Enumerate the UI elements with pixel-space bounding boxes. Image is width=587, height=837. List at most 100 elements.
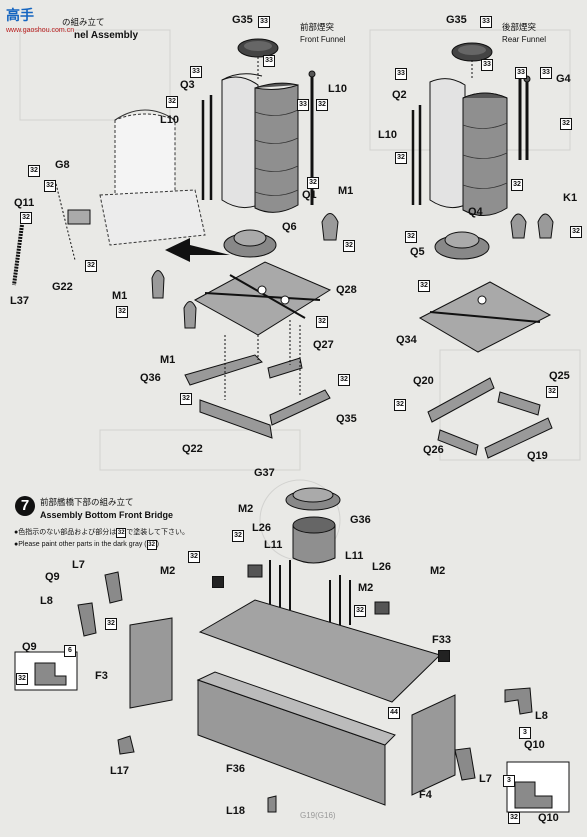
front-funnel-title-jp: 前部煙突	[300, 22, 335, 32]
part-label: L10	[378, 129, 397, 141]
part-label: Q9	[22, 641, 37, 653]
part-label: Q4	[468, 206, 483, 218]
paint-badge: 32	[338, 374, 350, 386]
part-label: M2	[358, 582, 374, 594]
section-title-en: nel Assembly	[74, 30, 139, 41]
paint-badge: 33	[258, 16, 270, 28]
paint-badge: 32	[508, 812, 520, 824]
part-label: G4	[556, 73, 571, 85]
part-label: Q36	[140, 372, 161, 384]
part-label: Q22	[182, 443, 203, 455]
paint-badge	[438, 650, 450, 662]
paint-note-en: ●Please paint other parts in the dark gr…	[14, 540, 159, 550]
paint-badge: 33	[515, 67, 527, 79]
part-label: L8	[535, 710, 548, 722]
part-label: Q20	[413, 375, 434, 387]
bridge-drawing	[14, 487, 570, 813]
part-label: Q6	[282, 221, 297, 233]
paint-badge: 33	[480, 16, 492, 28]
part-label: M1	[112, 290, 128, 302]
paint-badge: 32	[188, 551, 200, 563]
watermark-logo: 高手	[6, 7, 34, 23]
paint-badge: 3	[519, 727, 531, 739]
paint-badge: 32	[16, 673, 28, 685]
part-label: G35	[232, 14, 253, 26]
part-label: L26	[252, 522, 271, 534]
part-label: Q25	[549, 370, 570, 382]
part-label: Q11	[14, 197, 35, 209]
paint-badge: 32	[405, 231, 417, 243]
note-text: ●Please paint other parts in the dark gr…	[14, 541, 147, 548]
paint-badge: 32	[418, 280, 430, 292]
part-label: L26	[372, 561, 391, 573]
part-label: Q10	[524, 739, 545, 751]
part-label: L7	[479, 773, 492, 785]
paint-badge: 32	[20, 212, 32, 224]
paint-badge: 33	[481, 59, 493, 71]
part-label: L11	[345, 550, 364, 562]
part-label: L37	[10, 295, 29, 307]
part-label: G36	[350, 514, 371, 526]
note-text: で塗装して下さい。	[126, 529, 190, 536]
part-label: L8	[40, 595, 53, 607]
paint-badge: 32	[316, 316, 328, 328]
paint-badge: 32	[395, 152, 407, 164]
paint-badge: 32	[180, 393, 192, 405]
part-label: G35	[446, 14, 467, 26]
paint-badge: 3	[503, 775, 515, 787]
paint-badge: 32	[116, 306, 128, 318]
part-label: M2	[160, 565, 176, 577]
part-label: L17	[110, 765, 129, 777]
part-label: L7	[72, 559, 85, 571]
faded-text: G19(G16)	[300, 811, 336, 820]
part-label: F33	[432, 634, 451, 646]
paint-badge: 32	[560, 118, 572, 130]
watermark-url: www.gaoshou.com.cn	[6, 27, 75, 34]
paint-badge: 32	[307, 177, 319, 189]
part-label: L10	[160, 114, 179, 126]
part-label: Q19	[527, 450, 548, 462]
part-label: Q5	[410, 246, 425, 258]
paint-badge: 32	[570, 226, 582, 238]
paint-badge: 32	[232, 530, 244, 542]
step7-title-jp: 前部艦橋下部の組み立て	[40, 497, 134, 507]
front-base-drawing	[151, 213, 339, 439]
paint-badge: 33	[263, 55, 275, 67]
paint-badge: 32	[354, 605, 366, 617]
paint-badge: 32	[28, 165, 40, 177]
paint-badge: 32	[343, 240, 355, 252]
part-label: L11	[264, 539, 283, 551]
paint-badge	[212, 576, 224, 588]
paint-badge: 32	[511, 179, 523, 191]
part-label: M2	[430, 565, 446, 577]
paint-badge: 32	[166, 96, 178, 108]
paint-badge: 32	[394, 399, 406, 411]
part-label: Q9	[45, 571, 60, 583]
part-label: Q35	[336, 413, 357, 425]
part-label: Q34	[396, 334, 417, 346]
paint-badge: 33	[190, 66, 202, 78]
paint-badge: 33	[297, 99, 309, 111]
part-label: M1	[338, 185, 354, 197]
rear-funnel-title-jp: 後部煙突	[502, 22, 537, 32]
note-text: ●色指示のない部品および部分は	[14, 529, 117, 536]
part-label: Q28	[336, 284, 357, 296]
part-label: F36	[226, 763, 245, 775]
part-label: Q1	[302, 189, 317, 201]
part-label: L18	[226, 805, 245, 817]
paint-badge: 32	[116, 528, 127, 538]
left-subassembly-drawing	[12, 109, 230, 286]
paint-badge: 32	[105, 618, 117, 630]
paint-badge: 32	[44, 180, 56, 192]
part-label: F4	[419, 789, 432, 801]
rear-funnel-title-en: Rear Funnel	[502, 35, 547, 44]
note-text: )	[156, 541, 159, 548]
paint-badge: 33	[540, 67, 552, 79]
paint-badge: 44	[388, 707, 400, 719]
part-label: Q27	[313, 339, 334, 351]
part-label: K1	[563, 192, 578, 204]
part-label: G37	[254, 467, 275, 479]
